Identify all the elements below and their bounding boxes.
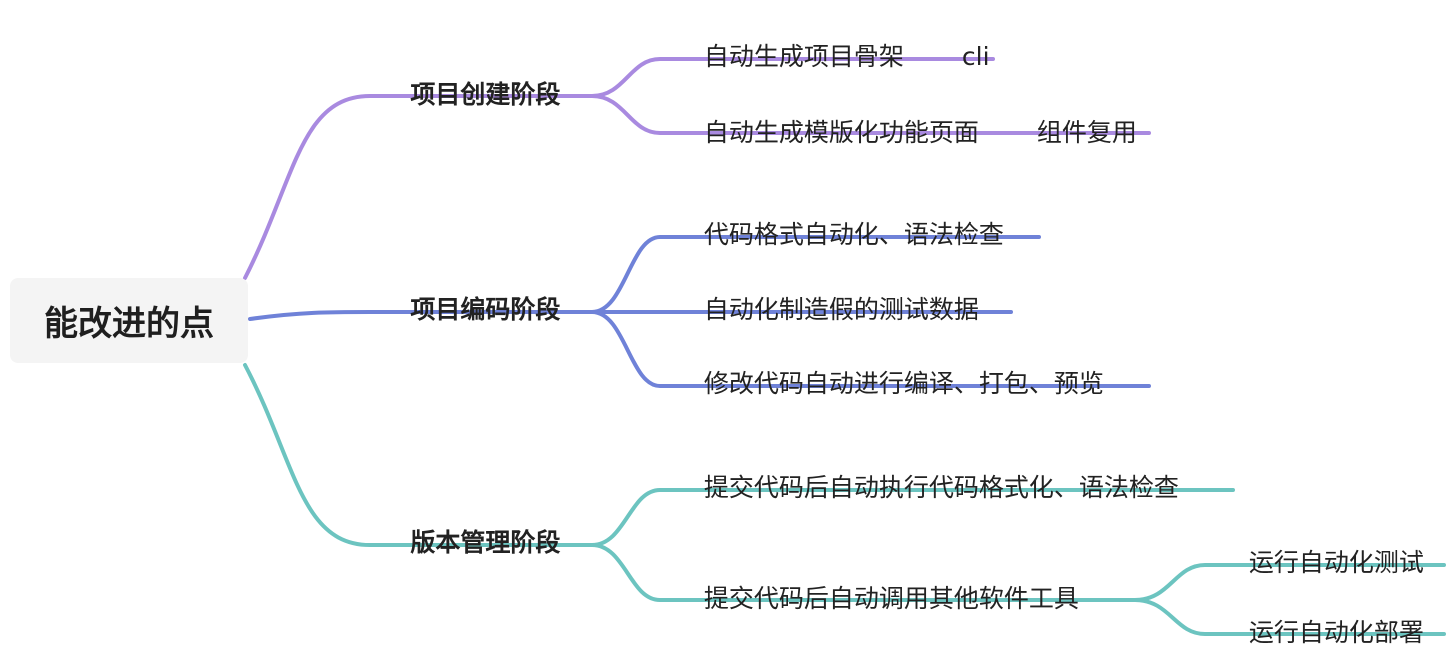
connector-b3-leaf-2 [590,543,1137,602]
connector-b3-sub-1 [1133,563,1446,602]
leaf-label: 运行自动化测试 [1248,548,1424,577]
leaf-node-commit-format-lint[interactable]: 提交代码后自动执行代码格式化、语法检查 [688,450,1179,500]
subleaf-node-run-deploy[interactable]: 运行自动化部署 [1233,595,1424,645]
leaf-label: 提交代码后自动执行代码格式化、语法检查 [703,473,1179,502]
leaf-label: 代码格式自动化、语法检查 [703,220,1004,249]
leaf-node-format-lint[interactable]: 代码格式自动化、语法检查 [688,197,1004,247]
leaf-node-mock-data[interactable]: 自动化制造假的测试数据 [688,272,979,322]
root-label: 能改进的点 [44,304,214,344]
leaf-node-generate-skeleton[interactable]: 自动生成项目骨架 [688,19,904,69]
leaf-node-commit-call-tools[interactable]: 提交代码后自动调用其他软件工具 [688,561,1079,611]
connector-root-branch-3 [243,363,594,547]
connector-b2-leaf-3 [590,310,1151,388]
leaf-label: 提交代码后自动调用其他软件工具 [703,584,1079,613]
leaf-label: 自动生成模版化功能页面 [703,118,979,147]
leaf-label: 修改代码自动进行编译、打包、预览 [703,369,1104,398]
branch-label: 项目创建阶段 [410,80,561,109]
branch-node-project-coding[interactable]: 项目编码阶段 [393,272,560,322]
leaf-label: 自动化制造假的测试数据 [703,295,979,324]
root-node[interactable]: 能改进的点 [10,278,248,363]
subleaf-node-run-tests[interactable]: 运行自动化测试 [1233,525,1424,575]
connector-b3-sub-2 [1133,598,1446,636]
branch-node-version-management[interactable]: 版本管理阶段 [393,505,560,555]
connector-b3-leaf-1 [590,488,1235,547]
leaf-note-cli: cli [946,19,990,69]
branch-node-project-creation[interactable]: 项目创建阶段 [393,57,560,107]
connector-b2-leaf-1 [590,235,1041,314]
leaf-note-component-reuse: 组件复用 [1021,95,1137,145]
connector-root-branch-1 [243,94,594,280]
connector-root-branch-2 [248,310,594,321]
leaf-label: 运行自动化部署 [1248,618,1424,647]
leaf-note: 组件复用 [1036,118,1137,147]
connector-b1-leaf-2 [590,94,1151,135]
leaf-node-generate-pages[interactable]: 自动生成模版化功能页面 [688,95,979,145]
leaf-label: 自动生成项目骨架 [703,42,904,71]
connector-b1-leaf-1 [590,57,995,98]
branch-label: 版本管理阶段 [410,528,561,557]
leaf-note: cli [961,42,990,71]
leaf-node-auto-build-preview[interactable]: 修改代码自动进行编译、打包、预览 [688,346,1104,396]
branch-label: 项目编码阶段 [410,295,561,324]
